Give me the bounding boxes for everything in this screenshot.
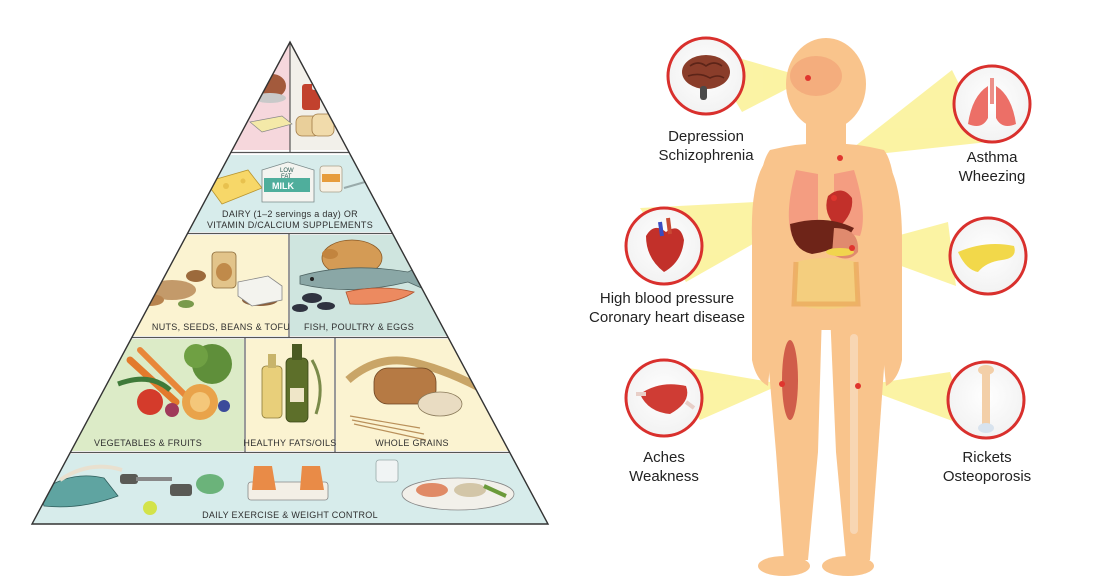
pancreas-organ — [826, 248, 854, 256]
heart-icon — [646, 217, 684, 272]
milk-fat-text: FAT — [281, 174, 292, 180]
muscle-label: Aches Weakness — [614, 448, 714, 486]
salmon-illustration — [345, 287, 415, 305]
milk-text: MILK — [272, 181, 294, 191]
tofu-illustration — [237, 275, 283, 307]
intestine-organ — [794, 258, 858, 309]
dairy-label-2: VITAMIN D/CALCIUM SUPPLEMENTS — [207, 220, 373, 230]
brain-organ — [790, 56, 842, 96]
butter-illustration — [249, 115, 293, 133]
grains-illustration — [345, 356, 482, 441]
dairy-label: DAIRY (1–2 servings a day) OR — [222, 209, 358, 219]
food-pyramid: LOW FAT MILK — [30, 40, 550, 525]
pancreas-icon — [958, 244, 1015, 272]
oil-bottles-illustration — [261, 344, 322, 423]
milk-low-text: LOW — [280, 168, 294, 174]
meal-plate-illustration — [375, 459, 515, 511]
grains-label: WHOLE GRAINS — [375, 438, 449, 448]
brain-icon — [682, 55, 730, 100]
heart-label-line2: Coronary heart disease — [589, 309, 745, 326]
lungs-callout — [952, 64, 1032, 144]
muscle-label-line1: Aches — [643, 449, 685, 466]
lungs-beam — [840, 70, 988, 158]
bone-label-line1: Rickets — [962, 449, 1012, 466]
feet-on-scale-illustration — [247, 466, 329, 501]
brain-label-line1: Depression — [668, 128, 744, 145]
internal-organs — [782, 56, 863, 534]
bone-label-line2: Osteoporosis — [942, 468, 1032, 485]
lungs-icon — [968, 78, 1016, 126]
pancreas-beam — [852, 222, 956, 286]
lungs-label: Asthma Wheezing — [940, 148, 1044, 186]
vegetables-illustration — [117, 344, 232, 420]
sneakers-illustration — [39, 464, 123, 508]
chicken-illustration — [321, 239, 383, 277]
bone-callout — [946, 360, 1026, 440]
heart-label-line1: High blood pressure — [599, 290, 735, 307]
mussels-illustration — [292, 293, 335, 312]
exercise-label: DAILY EXERCISE & WEIGHT CONTROL — [202, 510, 378, 520]
lungs-label-line1: Asthma — [966, 149, 1018, 166]
cheese-illustration — [205, 169, 263, 205]
bone-icon — [978, 365, 994, 433]
bread-illustration — [295, 113, 335, 137]
brain-label-line2: Schizophrenia — [658, 147, 754, 164]
fats-label: HEALTHY FATS/OILS — [243, 438, 336, 448]
fish-label: FISH, POULTRY & EGGS — [304, 322, 414, 332]
bone-beam — [858, 372, 966, 426]
milk-carton-illustration: LOW FAT MILK — [261, 161, 315, 203]
colon-organ — [791, 261, 861, 307]
brain-label: Depression Schizophrenia — [650, 127, 762, 165]
leg-bone-organ — [850, 334, 858, 534]
pancreas-callout — [948, 216, 1028, 296]
muscle-icon — [636, 384, 696, 414]
nuts-label: NUTS, SEEDS, BEANS & TOFU — [152, 322, 290, 332]
vegetables-label: VEGETABLES & FRUITS — [94, 438, 202, 448]
dumbbells-illustration — [120, 474, 192, 496]
paddle-illustration — [196, 474, 224, 494]
yogurt-illustration — [319, 165, 373, 193]
bone-label: Rickets Osteoporosis — [932, 448, 1042, 486]
body-diagram — [624, 36, 1032, 576]
ball-illustration — [143, 501, 157, 515]
brain-callout — [666, 36, 746, 116]
jar-illustration — [211, 251, 237, 289]
arm-muscle-organ — [782, 340, 798, 420]
heart-callout — [624, 206, 704, 286]
lungs-label-line2: Wheezing — [958, 168, 1026, 185]
heart-label: High blood pressure Coronary heart disea… — [580, 289, 754, 327]
muscle-label-line2: Weakness — [629, 468, 699, 485]
muscle-callout — [624, 358, 704, 438]
